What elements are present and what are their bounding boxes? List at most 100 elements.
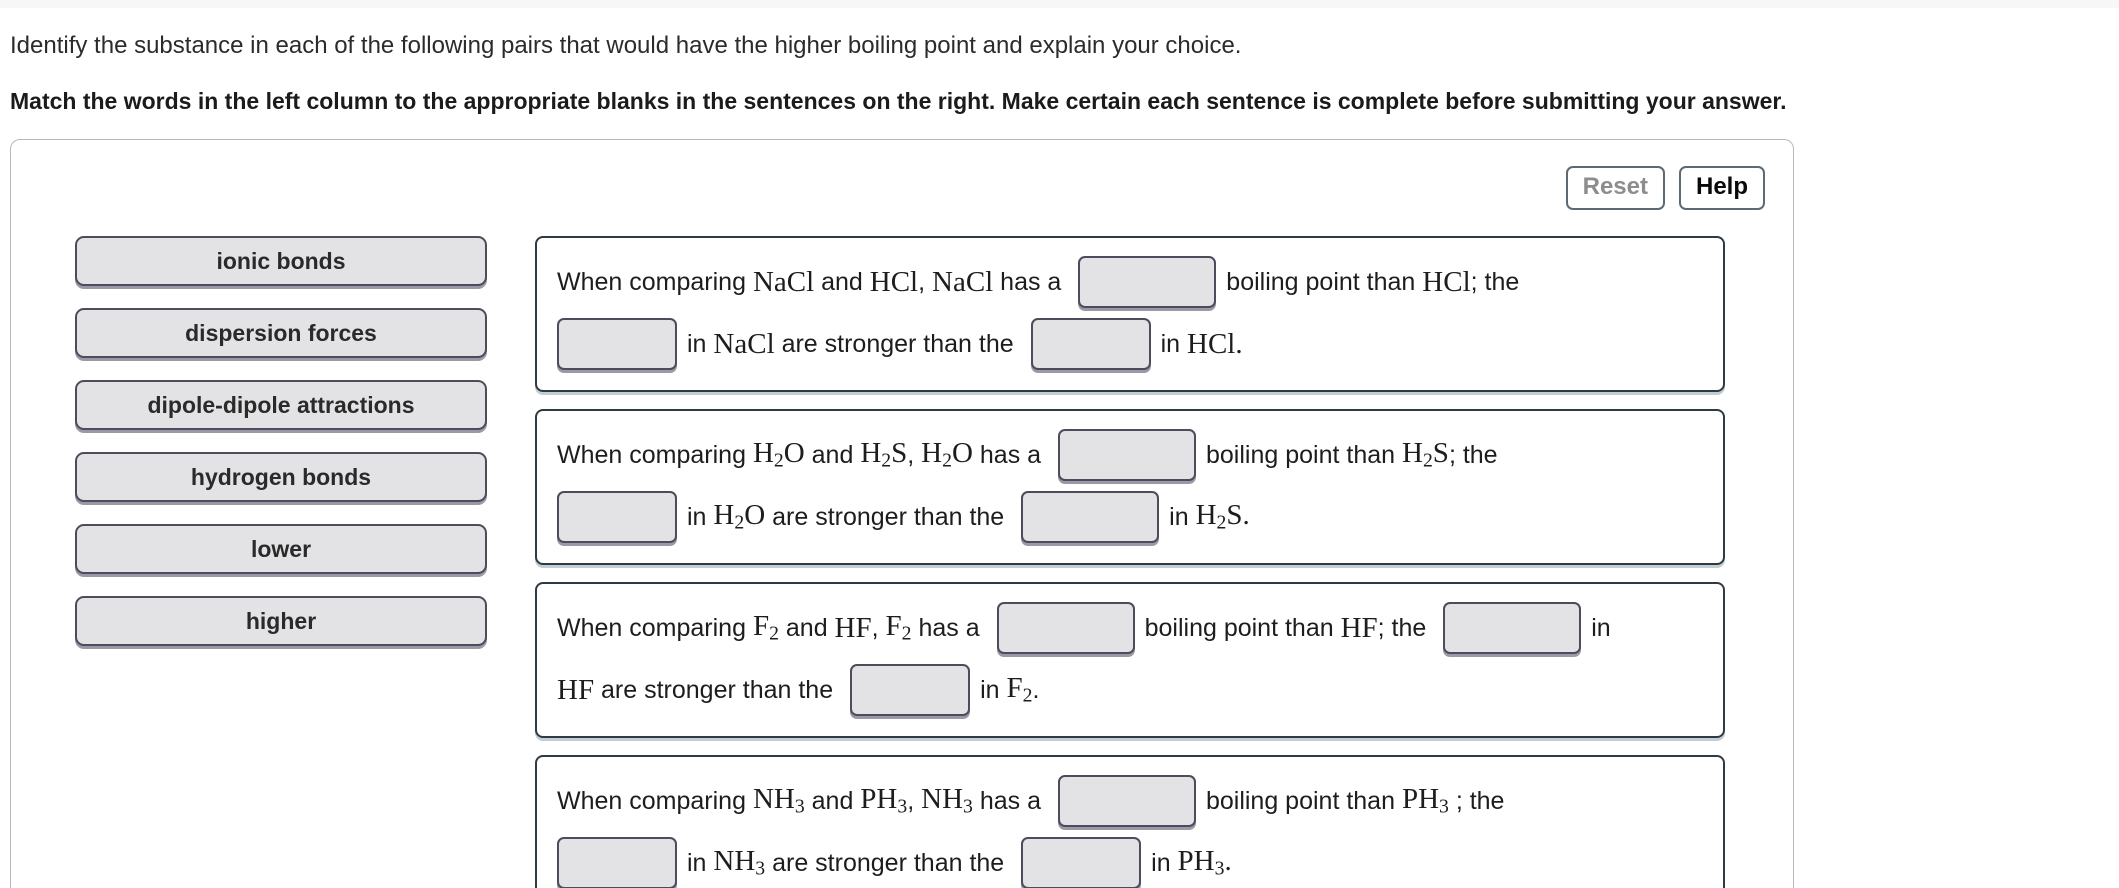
text-fragment: boiling point than [1205,786,1402,815]
answer-blank-3[interactable] [850,664,971,717]
text-fragment: ; the [1470,267,1520,296]
chemical-formula: F2 [752,610,779,645]
text-fragment: boiling point than [1144,613,1341,642]
chemical-formula: NaCl [713,327,775,360]
word-chip-hydrogen-bonds[interactable]: hydrogen bonds [75,452,487,503]
chemical-formula: H2S. [1195,499,1250,534]
sentence-line-2: in NaCl are stronger than the in HCl. [557,316,1703,372]
word-chip-lower[interactable]: lower [75,524,487,575]
text-fragment: ; the [1448,786,1505,815]
text-fragment: has a [972,440,1048,469]
text-fragment: in [980,675,1007,704]
word-chip-higher[interactable]: higher [75,596,487,647]
text-fragment: , [907,786,922,815]
answer-blank-2[interactable] [557,837,677,888]
matching-activity-container: Reset Help ionic bonds dispersion forces… [10,139,1794,888]
sentence-box-nacl-hcl: When comparing NaCl and HCl , NaCl has a… [535,236,1725,393]
answer-blank-1[interactable] [1058,429,1196,482]
text-fragment: has a [972,786,1048,815]
answer-blank-3[interactable] [1021,837,1142,888]
chemical-formula: PH3 [860,783,908,818]
top-browser-strip [0,0,2119,8]
text-fragment: and [804,786,861,815]
sentence-line-2: in H2O are stronger than the in H2S. [557,489,1703,545]
text-fragment: When comparing [557,440,753,469]
text-fragment: ; the [1448,440,1498,469]
text-fragment: has a [993,267,1069,296]
answer-blank-3[interactable] [1021,491,1160,544]
answer-blank-1[interactable] [1057,775,1196,828]
text-fragment: are stronger than the [765,502,1012,531]
question-prompt: Identify the substance in each of the fo… [10,32,1242,59]
sentence-box-nh3-ph3: When comparing NH3 and PH3 , NH3 has a b… [535,755,1725,888]
text-fragment: and [814,267,870,296]
chemical-formula: H2S [1401,437,1449,472]
sentence-line-1: When comparing H2O and H2S , H2O has a b… [557,427,1703,483]
text-fragment: are stronger than the [774,329,1021,358]
text-fragment: , [871,613,886,642]
chemical-formula: HCl [1422,265,1471,298]
chemical-formula: NH3 [921,783,973,818]
activity-toolbar: Reset Help [1565,166,1765,211]
page-root: Identify the substance in each of the fo… [0,30,2119,888]
chemical-formula: HF [834,611,872,644]
chemical-formula: H2O [713,499,766,534]
chemical-formula: F2 [1006,672,1033,707]
chemical-formula: H2O [752,437,805,472]
chemical-formula: HCl [869,265,919,298]
word-bank: ionic bonds dispersion forces dipole-dip… [75,236,487,888]
sentence-box-h2o-h2s: When comparing H2O and H2S , H2O has a b… [535,409,1725,566]
chemical-formula: PH3 [1401,783,1449,818]
answer-blank-1[interactable] [1078,256,1217,309]
text-fragment: When comparing [557,786,753,815]
sentence-line-2: HF are stronger than the in F2 . [557,662,1703,718]
chemical-formula: NaCl [932,265,994,298]
text-fragment: are stronger than the [765,848,1012,877]
word-chip-ionic-bonds[interactable]: ionic bonds [75,236,487,287]
text-fragment: in [687,848,714,877]
text-fragment: and [778,613,835,642]
sentence-box-f2-hf: When comparing F2 and HF , F2 has a boil… [535,582,1725,739]
chemical-formula: H2O [921,437,973,472]
answer-blank-2[interactable] [557,491,677,544]
chemical-formula: HF [1340,611,1378,644]
sentence-line-1: When comparing F2 and HF , F2 has a boil… [557,600,1703,656]
text-fragment: in [687,502,714,531]
text-fragment: , [907,440,922,469]
chemical-formula: HF [557,673,595,706]
text-fragment: boiling point than [1206,440,1402,469]
work-area: ionic bonds dispersion forces dipole-dip… [11,140,1793,888]
text-fragment: has a [911,613,987,642]
help-button[interactable]: Help [1678,166,1765,211]
chemical-formula: NH3 [752,783,805,818]
text-fragment: boiling point than [1226,267,1423,296]
text-fragment: When comparing [557,267,753,296]
text-fragment: in [1160,329,1188,358]
text-fragment: in [1151,848,1178,877]
text-fragment: in [687,329,714,358]
chemical-formula: NaCl [752,265,815,298]
text-fragment: . [1032,675,1040,704]
chemical-formula: NH3 [713,845,766,880]
chemical-formula: F2 [885,610,912,645]
answer-blank-3[interactable] [1030,318,1151,371]
answer-blank-2[interactable] [1443,602,1582,655]
chemical-formula: H2S [860,437,908,472]
reset-button[interactable]: Reset [1565,166,1665,211]
text-fragment: , [918,267,933,296]
word-chip-dipole-dipole-attractions[interactable]: dipole-dipole attractions [75,380,487,431]
matching-instruction: Match the words in the left column to th… [10,88,1787,115]
sentence-line-1: When comparing NH3 and PH3 , NH3 has a b… [557,773,1703,829]
word-chip-dispersion-forces[interactable]: dispersion forces [75,308,487,359]
answer-blank-1[interactable] [996,602,1135,655]
text-fragment: ; the [1377,613,1434,642]
chemical-formula: HCl. [1187,327,1243,360]
text-fragment: and [804,440,861,469]
text-fragment: When comparing [557,613,753,642]
answer-blank-2[interactable] [557,318,677,371]
text-fragment: are stronger than the [594,675,841,704]
text-fragment: in [1591,613,1611,642]
text-fragment: in [1169,502,1196,531]
sentence-line-1: When comparing NaCl and HCl , NaCl has a… [557,254,1703,310]
chemical-formula: PH3. [1177,845,1232,880]
